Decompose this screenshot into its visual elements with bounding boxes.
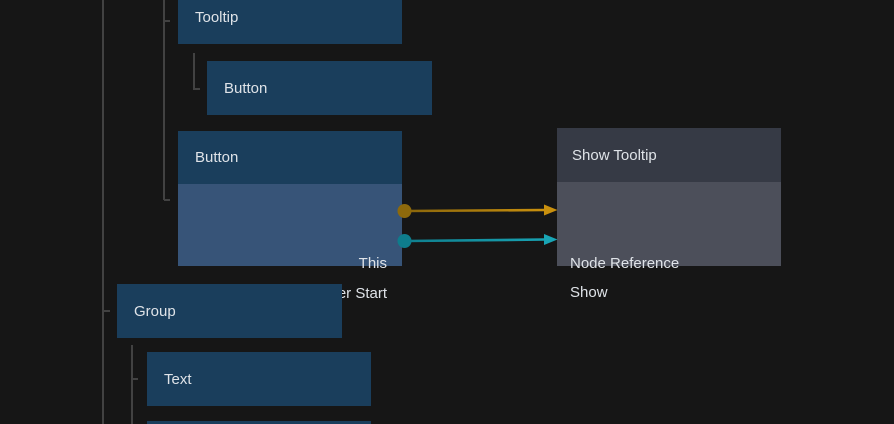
tree-node-tooltip[interactable]: Tooltip [178,0,402,44]
node-header[interactable]: Button [178,131,402,184]
action-node-input-panel: Node Reference Show [557,182,781,301]
input-row-show[interactable]: Show [570,282,608,304]
node-label: Text [164,370,192,388]
tree-node-text[interactable]: Text [147,352,371,406]
tree-node-partial[interactable] [147,421,371,424]
node-label: Button [224,79,268,97]
tree-line-path [102,0,200,424]
input-label-node-reference: Node Reference [570,255,680,272]
tree-node-group[interactable]: Group [117,284,342,338]
action-node-show-tooltip[interactable]: Show Tooltip Node Reference Show [557,128,781,301]
output-row-this[interactable]: This [359,253,387,275]
tree-node-button-child[interactable]: Button [207,61,432,115]
node-output-panel: This Hover Start [178,184,402,302]
node-label: Button [195,149,239,166]
tree-node-button[interactable]: Button This Hover Start [178,131,402,302]
input-label-show: Show [570,284,608,301]
node-label: Group [134,302,176,320]
output-label-this: This [358,255,387,272]
node-label: Tooltip [195,9,239,26]
action-node-header[interactable]: Show Tooltip [557,128,781,182]
input-row-node-reference[interactable]: Node Reference [570,253,679,275]
action-node-title: Show Tooltip [572,146,657,164]
